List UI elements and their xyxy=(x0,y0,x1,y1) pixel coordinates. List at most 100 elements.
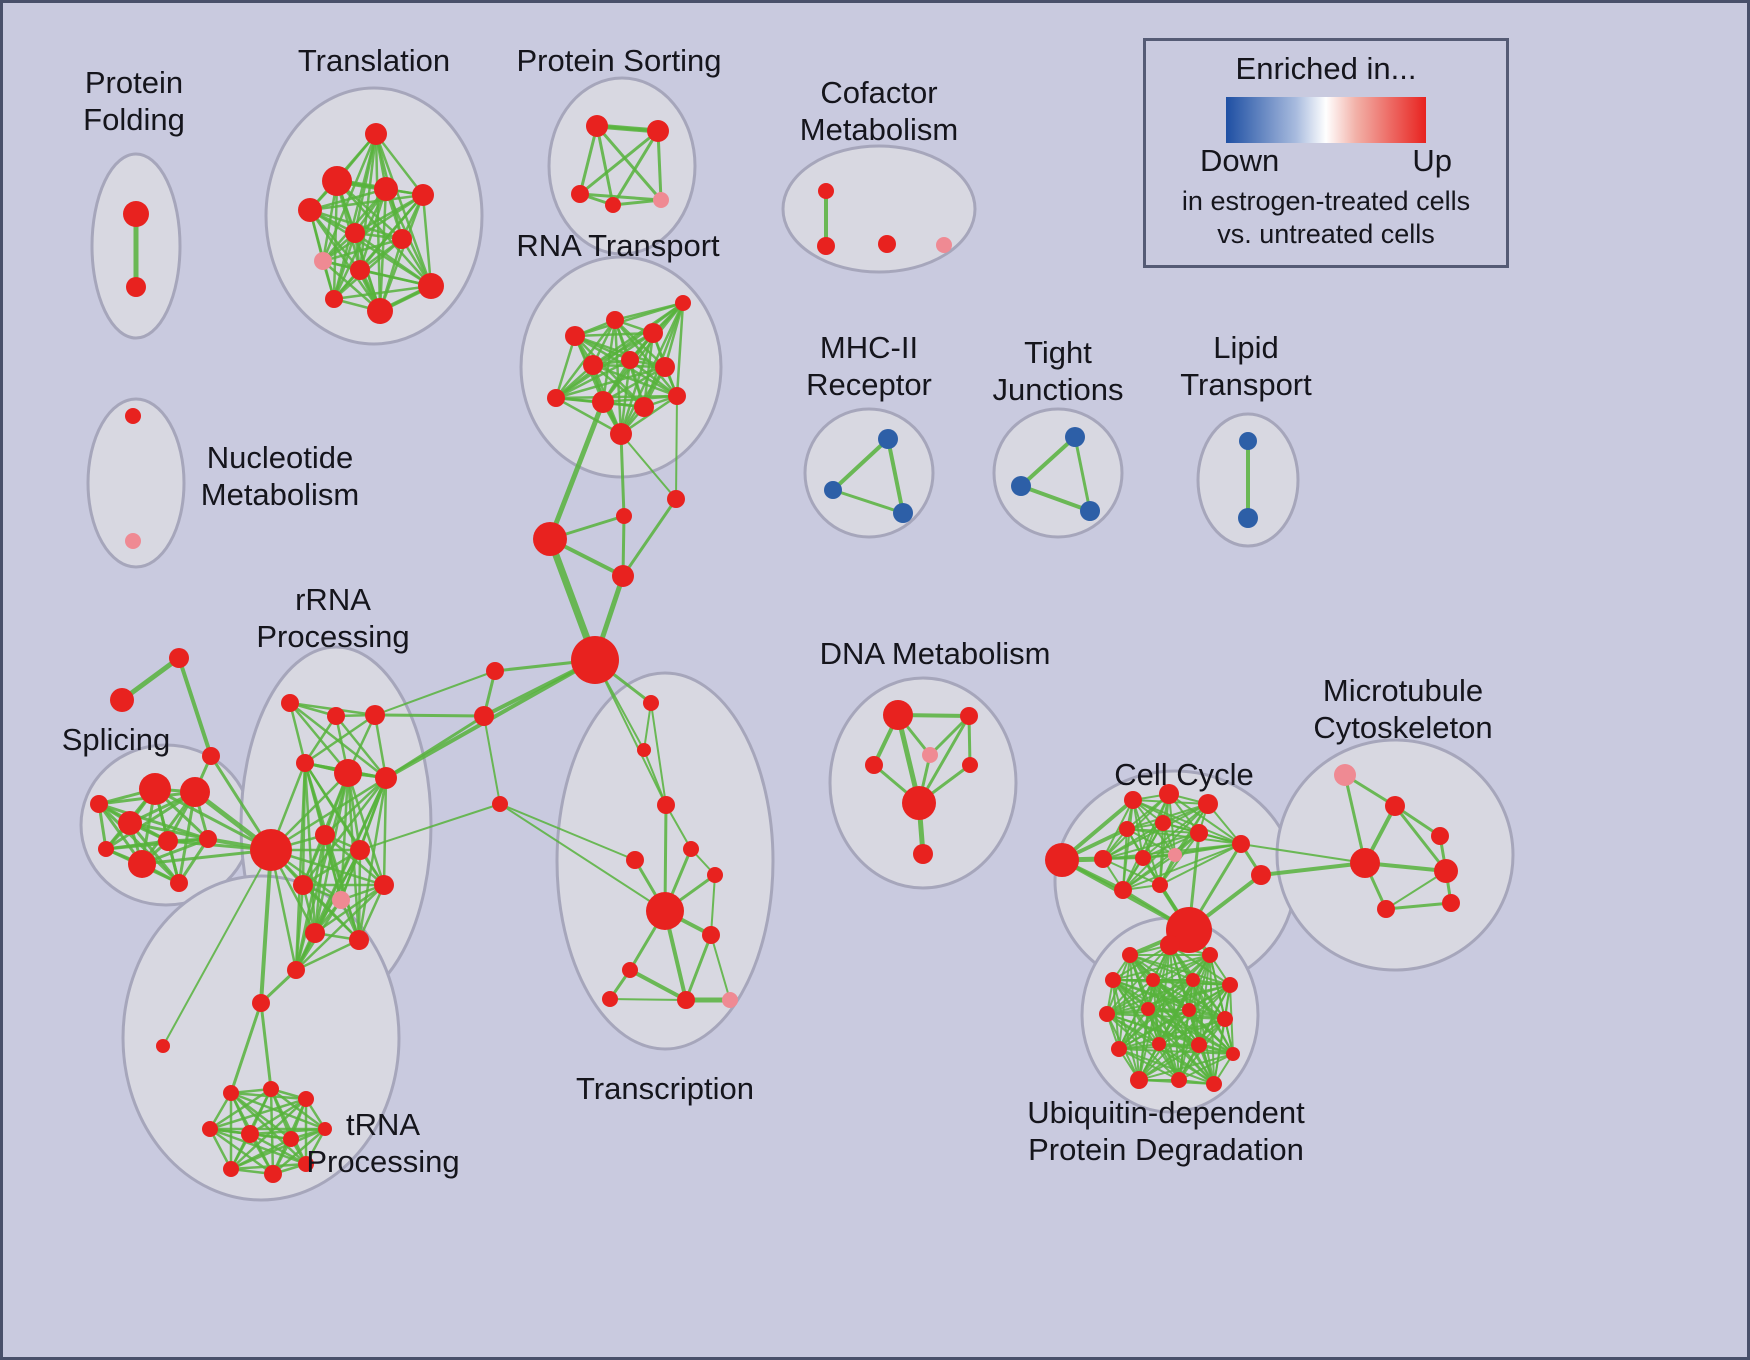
node-cm3 xyxy=(878,235,896,253)
legend-gradient-bar xyxy=(1226,97,1426,143)
node-cm1 xyxy=(818,183,834,199)
node-tx8 xyxy=(702,926,720,944)
node-m2 xyxy=(824,481,842,499)
node-tn11 xyxy=(264,1165,282,1183)
cluster-label-lipid-transport: Lipid xyxy=(1213,330,1279,365)
node-c9 xyxy=(1094,850,1112,868)
node-ps4 xyxy=(605,197,621,213)
legend-context-line1: in estrogen-treated cells xyxy=(1181,186,1471,216)
cluster-ellipse-microtubule-cytoskeleton xyxy=(1275,738,1515,972)
node-u16 xyxy=(1130,1071,1148,1089)
node-pf1 xyxy=(123,201,149,227)
node-tx4 xyxy=(683,841,699,857)
cluster-label-rna-transport: RNA Transport xyxy=(516,228,720,263)
node-ps3 xyxy=(571,185,589,203)
node-t6 xyxy=(345,223,365,243)
node-sp4 xyxy=(90,795,108,813)
node-tj2 xyxy=(1011,476,1031,496)
node-sp7 xyxy=(128,850,156,878)
node-fr1 xyxy=(667,490,685,508)
node-tx2 xyxy=(637,743,651,757)
node-d7 xyxy=(913,844,933,864)
node-u8 xyxy=(1099,1006,1115,1022)
cluster-label-mhc-ii-receptor: MHC-II xyxy=(820,330,918,365)
node-rr2 xyxy=(327,707,345,725)
cluster-label-ubiquitin-degradation: Ubiquitin-dependent xyxy=(1027,1095,1305,1130)
node-rt2 xyxy=(606,311,624,329)
node-tn10 xyxy=(223,1161,239,1177)
node-fr6 xyxy=(474,706,494,726)
node-sp9 xyxy=(98,841,114,857)
node-tx9 xyxy=(622,962,638,978)
node-f2 xyxy=(110,688,134,712)
node-c5 xyxy=(1119,821,1135,837)
node-u11 xyxy=(1217,1011,1233,1027)
cluster-label-protein-folding: Folding xyxy=(83,102,185,137)
legend-down-label: Down xyxy=(1200,143,1280,178)
node-rr15 xyxy=(287,961,305,979)
cluster-label-protein-sorting: Protein Sorting xyxy=(516,43,721,78)
cluster-ellipse-tight-junctions xyxy=(992,407,1124,539)
node-nm1 xyxy=(125,408,141,424)
node-cm4 xyxy=(936,237,952,253)
node-t11 xyxy=(367,298,393,324)
node-rr5 xyxy=(334,759,362,787)
node-rt8 xyxy=(547,389,565,407)
node-fr7 xyxy=(492,796,508,812)
node-u6 xyxy=(1186,973,1200,987)
cluster-label-rrna-processing: Processing xyxy=(256,619,409,654)
node-fr4 xyxy=(612,565,634,587)
node-ps2 xyxy=(647,120,669,142)
node-sp1 xyxy=(139,773,171,805)
node-u4 xyxy=(1105,972,1121,988)
node-tx1 xyxy=(643,695,659,711)
node-t1 xyxy=(365,123,387,145)
node-rr4 xyxy=(296,754,314,772)
cluster-label-splicing: Splicing xyxy=(62,722,171,757)
node-hub xyxy=(571,636,619,684)
node-rt9 xyxy=(592,391,614,413)
cluster-ellipse-nucleotide-metabolism xyxy=(86,397,186,569)
node-u3 xyxy=(1202,947,1218,963)
node-c2 xyxy=(1124,791,1142,809)
node-u18 xyxy=(1206,1076,1222,1092)
node-rr1 xyxy=(281,694,299,712)
node-rr7 xyxy=(250,829,292,871)
node-rt10 xyxy=(634,397,654,417)
node-ps5 xyxy=(653,192,669,208)
cluster-label-trna-processing: Processing xyxy=(306,1144,459,1179)
node-rt12 xyxy=(610,423,632,445)
cluster-label-trna-processing: tRNA xyxy=(346,1107,420,1142)
node-rr12 xyxy=(374,875,394,895)
node-rr10 xyxy=(293,875,313,895)
node-t5 xyxy=(412,184,434,206)
node-sp6 xyxy=(199,830,217,848)
node-tx12 xyxy=(602,991,618,1007)
node-d3 xyxy=(865,756,883,774)
node-mt6 xyxy=(1377,900,1395,918)
node-u1 xyxy=(1160,935,1180,955)
node-tn3 xyxy=(223,1085,239,1101)
node-rt1 xyxy=(565,326,585,346)
node-d5 xyxy=(962,757,978,773)
cluster-label-ubiquitin-degradation: Protein Degradation xyxy=(1028,1132,1304,1167)
legend-context-line2: vs. untreated cells xyxy=(1217,219,1435,249)
node-u15 xyxy=(1226,1047,1240,1061)
legend: Enriched in... Down Up in estrogen-treat… xyxy=(1143,38,1509,268)
node-rr8 xyxy=(315,825,335,845)
node-fr3 xyxy=(533,522,567,556)
node-rt5 xyxy=(583,355,603,375)
node-c12 xyxy=(1114,881,1132,899)
node-d1 xyxy=(883,700,913,730)
node-rt6 xyxy=(621,351,639,369)
node-lt2 xyxy=(1238,508,1258,528)
node-tx7 xyxy=(646,892,684,930)
node-c3 xyxy=(1159,784,1179,804)
cluster-label-rrna-processing: rRNA xyxy=(295,582,371,617)
cluster-label-cofactor-metabolism: Metabolism xyxy=(800,112,959,147)
node-tn4 xyxy=(263,1081,279,1097)
node-tx6 xyxy=(707,867,723,883)
node-u17 xyxy=(1171,1072,1187,1088)
